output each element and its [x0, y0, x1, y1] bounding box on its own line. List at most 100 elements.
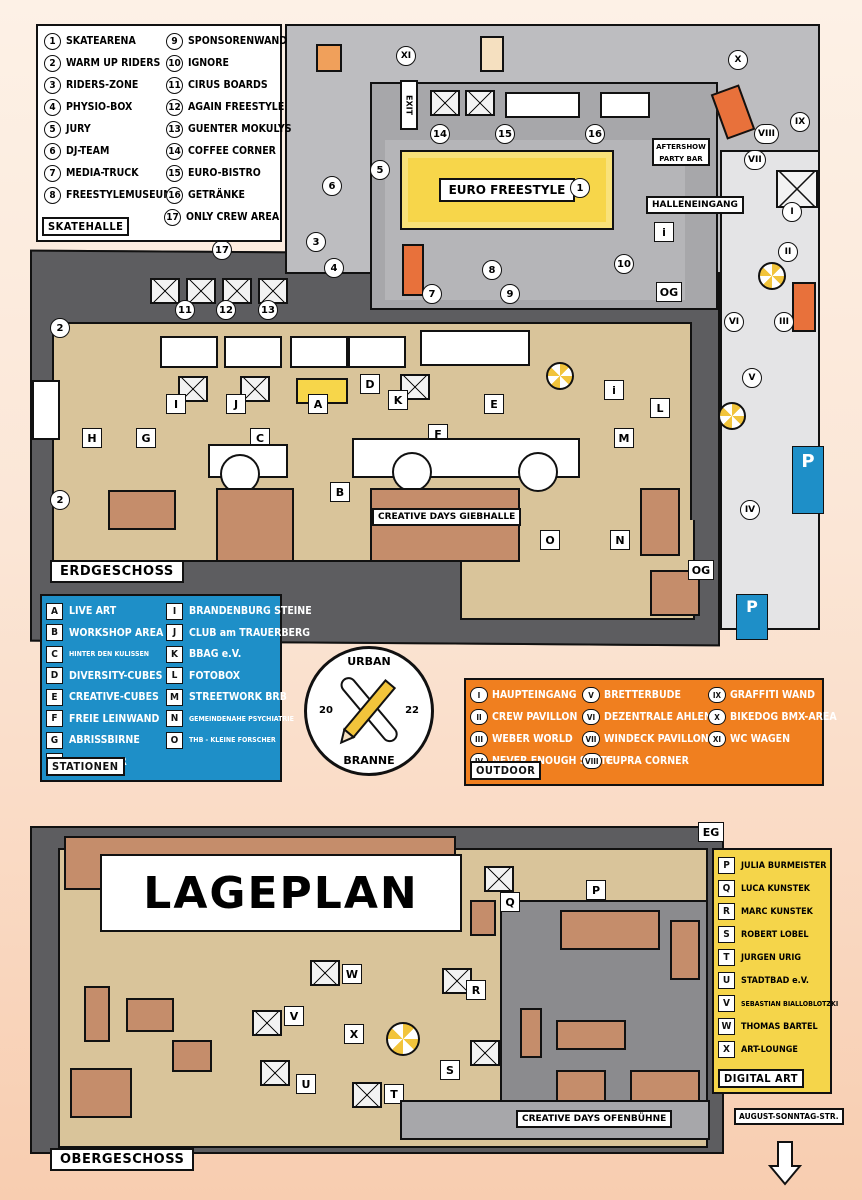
outdoor-key-xi: XI	[708, 731, 726, 747]
marker-5[interactable]: 5	[370, 160, 390, 180]
station-h[interactable]: H	[82, 428, 102, 448]
urban-branne-logo: URBAN BRANNE 20 22	[304, 646, 434, 776]
outdoor-iv[interactable]: IV	[740, 500, 760, 520]
digital-u[interactable]: U	[296, 1074, 316, 1094]
og-marker-2[interactable]: OG	[688, 560, 714, 580]
og-marker-1[interactable]: OG	[656, 282, 682, 302]
marker-9[interactable]: 9	[500, 284, 520, 304]
marker-1[interactable]: 1	[570, 178, 590, 198]
marker-16[interactable]: 16	[585, 124, 605, 144]
station-l[interactable]: L	[650, 398, 670, 418]
skatehalle-item-17: 17 ONLY CREW AREA	[164, 206, 279, 228]
station-b[interactable]: B	[330, 482, 350, 502]
skatehalle-key-2: 2	[44, 54, 61, 72]
outdoor-i[interactable]: I	[782, 202, 802, 222]
digital-v[interactable]: V	[284, 1006, 304, 1026]
outdoor-ix[interactable]: IX	[790, 112, 810, 132]
marker-12[interactable]: 12	[216, 300, 236, 320]
ofenbuehne-sign: CREATIVE DAYS OFENBÜHNE	[516, 1110, 673, 1128]
marker-10[interactable]: 10	[614, 254, 634, 274]
cube-3	[290, 336, 348, 368]
marker-6[interactable]: 6	[322, 176, 342, 196]
skatehalle-key-4: 4	[44, 98, 61, 116]
station-key-j: J	[166, 624, 183, 641]
marker-13[interactable]: 13	[258, 300, 278, 320]
lageplan-banner: LAGEPLAN	[100, 854, 462, 932]
station-j[interactable]: J	[226, 394, 246, 414]
digital-q[interactable]: Q	[500, 892, 520, 912]
station-label-f: FREIE LEINWAND	[69, 712, 160, 725]
outdoor-xi[interactable]: XI	[396, 46, 416, 66]
outdoor-vi[interactable]: VI	[724, 312, 744, 332]
station-g[interactable]: G	[136, 428, 156, 448]
skatehalle-key-11: 11	[166, 76, 183, 94]
marker-4[interactable]: 4	[324, 258, 344, 278]
outdoor-iii[interactable]: III	[774, 312, 794, 332]
street-sign: AUGUST-SONNTAG-STR.	[734, 1108, 844, 1125]
og-block-3	[70, 1068, 132, 1118]
station-n[interactable]: N	[610, 530, 630, 550]
outdoor-vii[interactable]: VII	[744, 150, 766, 170]
marker-2a[interactable]: 2	[50, 318, 70, 338]
building-left-2	[108, 490, 176, 530]
marker-11[interactable]: 11	[175, 300, 195, 320]
parking-sign-2[interactable]: P	[736, 594, 768, 640]
marker-2b[interactable]: 2	[50, 490, 70, 510]
outdoor-viii[interactable]: VIII	[754, 124, 780, 144]
marker-14[interactable]: 14	[430, 124, 450, 144]
skatehalle-label-13: GUENTER MOKULYS	[188, 123, 292, 135]
wc-wagen	[316, 44, 342, 72]
marker-8[interactable]: 8	[482, 260, 502, 280]
tent-11	[150, 278, 180, 304]
station-d[interactable]: D	[360, 374, 380, 394]
station-e[interactable]: E	[484, 394, 504, 414]
marker-7[interactable]: 7	[422, 284, 442, 304]
skateboard-pencil-icon	[339, 677, 398, 745]
outdoor-ii[interactable]: II	[778, 242, 798, 262]
marker-3[interactable]: 3	[306, 232, 326, 252]
station-m[interactable]: M	[614, 428, 634, 448]
station-o[interactable]: O	[540, 530, 560, 550]
outdoor-x[interactable]: X	[728, 50, 748, 70]
digital-w[interactable]: W	[342, 964, 362, 984]
digital-s[interactable]: S	[440, 1060, 460, 1080]
eg-marker[interactable]: EG	[698, 822, 724, 842]
station-label-b: WORKSHOP AREA	[69, 626, 164, 639]
marker-15[interactable]: 15	[495, 124, 515, 144]
info-marker-1[interactable]: i	[654, 222, 674, 242]
digital-x[interactable]: X	[344, 1024, 364, 1044]
skatehalle-label-1: SKATEARENA	[66, 35, 136, 47]
digital-t[interactable]: T	[384, 1084, 404, 1104]
station-i[interactable]: I	[166, 394, 186, 414]
outdoor-v[interactable]: V	[742, 368, 762, 388]
info-marker-2[interactable]: i	[604, 380, 624, 400]
outdoor-key-vii: VII	[582, 731, 600, 747]
station-key-e: E	[46, 688, 63, 706]
building-left-1	[216, 488, 294, 562]
parking-sign-1[interactable]: P	[792, 446, 824, 514]
umbrella-3	[718, 402, 746, 430]
digital-r[interactable]: R	[466, 980, 486, 1000]
station-a[interactable]: A	[308, 394, 328, 414]
station-k[interactable]: K	[388, 390, 408, 410]
digital-label-v: SEBASTIAN BIALLOBLOTZKI	[741, 999, 839, 1008]
digital-p[interactable]: P	[586, 880, 606, 900]
skatehalle-label-6: DJ-TEAM	[66, 145, 110, 157]
digital-art-title: DIGITAL ART	[718, 1069, 805, 1088]
outdoor-label-vii: WINDECK PAVILLON	[604, 733, 709, 745]
marker-17[interactable]: 17	[212, 240, 232, 260]
